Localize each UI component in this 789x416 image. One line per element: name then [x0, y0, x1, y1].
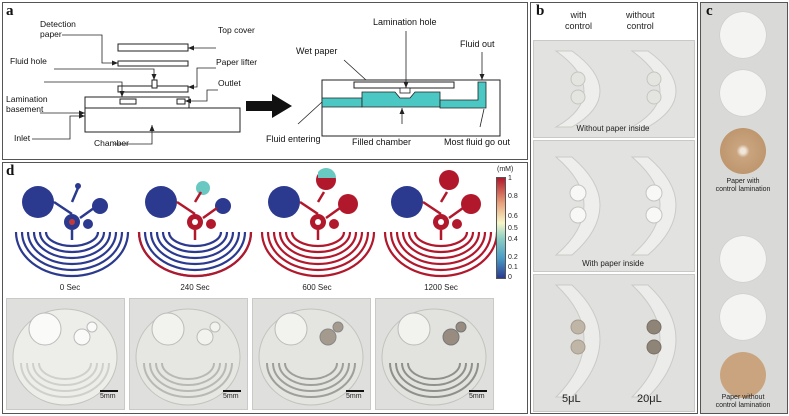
scale-bar-label: 5mm [346, 393, 362, 400]
paper-disc-white [720, 294, 766, 340]
panel-a [2, 2, 528, 160]
colorbar-tick: 1 [508, 175, 512, 182]
colorbar [496, 177, 506, 279]
top-cover-layer [117, 43, 189, 52]
colorbar-tick: 0.6 [508, 213, 518, 220]
volume-label-20: 20μL [637, 393, 662, 405]
photo-with-paper [533, 140, 695, 272]
label-inlet: Inlet [14, 133, 31, 143]
transition-arrow [246, 94, 292, 118]
label-most-fluid-go-out: Most fluid go out [444, 137, 511, 147]
basement-layer [84, 107, 241, 133]
header-without-control: without control [626, 10, 655, 31]
fluid-inlet [321, 97, 363, 108]
label-lamination-basement: Lamination basement [6, 94, 48, 114]
paper-disc-with-control [720, 128, 766, 174]
scale-bar [100, 390, 118, 392]
label-paper-lifter: Paper lifter [216, 57, 258, 67]
label-detection-paper: Detection paper [40, 19, 76, 39]
label-outlet: Outlet [218, 78, 241, 88]
scale-bar [346, 390, 364, 392]
scale-bar-label: 5mm [100, 393, 116, 400]
scale-bar [469, 390, 487, 392]
lamination-layer [84, 96, 190, 109]
colorbar-tick: 0 [508, 274, 512, 281]
label-filled-chamber: Filled chamber [352, 137, 412, 147]
time-label-600: 600 Sec [302, 283, 332, 292]
paper-disc-white [720, 70, 766, 116]
time-label-240: 240 Sec [180, 283, 210, 292]
panel-d [2, 162, 528, 414]
caption-with-paper: With paper inside [582, 259, 644, 268]
colorbar-unit: (mM) [497, 166, 514, 173]
paper-disc-white [720, 12, 766, 58]
caption-without-control: Paper without control lamination [715, 394, 771, 409]
simulation-1200-sec [383, 170, 499, 278]
label-fluid-out: Fluid out [460, 39, 495, 49]
panel-a-letter: a [6, 3, 14, 19]
paper-disc-without-control [720, 352, 766, 398]
scale-bar-label: 5mm [223, 393, 239, 400]
fluid-outlet [439, 81, 487, 109]
label-top-cover: Top cover [218, 25, 255, 35]
colorbar-tick: 0.4 [508, 236, 518, 243]
simulation-600-sec [260, 168, 376, 278]
time-label-0: 0 Sec [59, 283, 81, 292]
caption-with-control: Paper with control lamination [715, 178, 771, 193]
label-fluid-hole: Fluid hole [10, 56, 47, 66]
header-with-control: with control [565, 10, 593, 31]
simulation-240-sec [137, 181, 253, 278]
fluid-chamber [361, 91, 441, 108]
colorbar-tick: 0.2 [508, 254, 518, 261]
simulation-row [14, 168, 499, 278]
label-chamber: Chamber [94, 138, 129, 148]
device-photo-600 [252, 298, 371, 410]
device-photo-0 [6, 298, 125, 410]
scale-bar-label: 5mm [469, 393, 485, 400]
detection-paper-layer [117, 60, 189, 67]
scale-bar [223, 390, 241, 392]
colorbar-tick: 0.8 [508, 193, 518, 200]
panel-c-letter: c [706, 3, 713, 19]
time-label-1200: 1200 Sec [424, 283, 458, 292]
paper-disc-white [720, 236, 766, 282]
volume-label-5: 5μL [562, 393, 581, 405]
colorbar-tick: 0.5 [508, 225, 518, 232]
label-lamination-hole: Lamination hole [373, 17, 437, 27]
colorbar-tick: 0.1 [508, 264, 518, 271]
label-fluid-entering: Fluid entering [266, 134, 321, 144]
photo-without-paper [533, 40, 695, 138]
photo-volume [533, 274, 695, 412]
caption-without-paper: Without paper inside [576, 124, 650, 133]
panel-b-letter: b [536, 3, 545, 19]
panel-d-letter: d [6, 163, 15, 179]
panel-a-diagram [32, 31, 501, 145]
device-photo-240 [129, 298, 248, 410]
simulation-0-sec [14, 183, 130, 278]
label-wet-paper: Wet paper [296, 46, 338, 56]
